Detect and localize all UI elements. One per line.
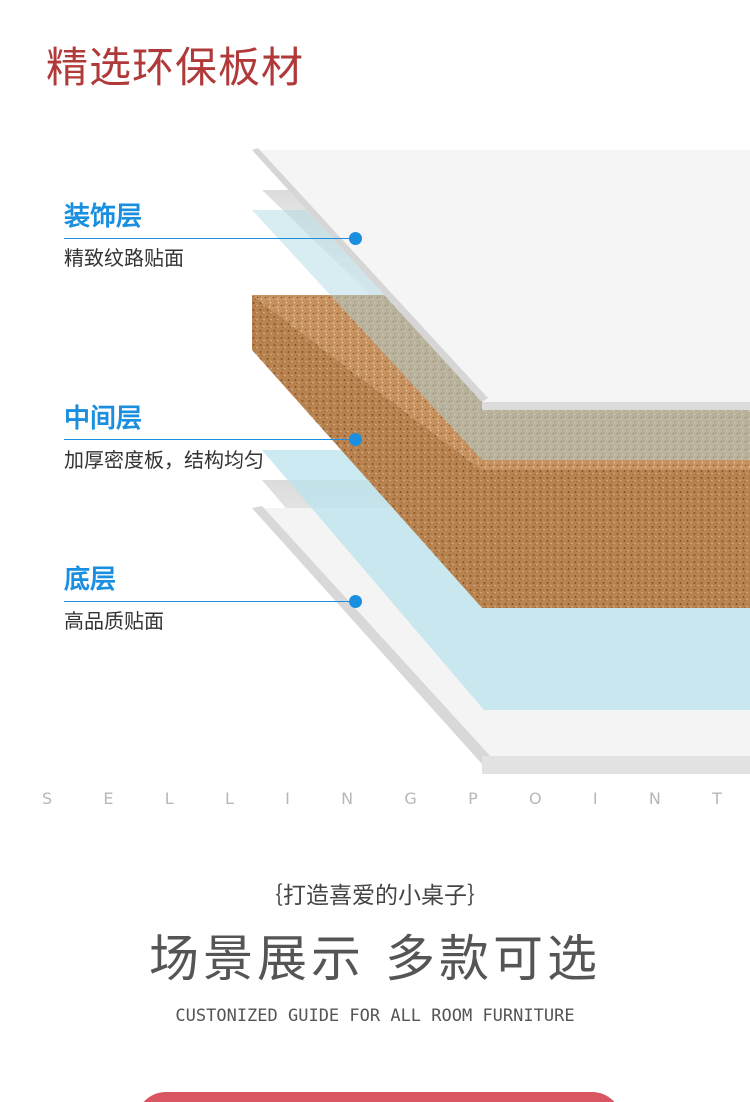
- scene-headline: 场景展示 多款可选: [149, 930, 601, 988]
- selling-letter: G: [404, 789, 417, 808]
- selling-letter: N: [341, 789, 354, 808]
- top-sheet: [252, 150, 750, 402]
- selling-letter: P: [468, 789, 478, 808]
- selling-letter: L: [224, 789, 234, 808]
- marker-dot-middle: [349, 433, 362, 446]
- section-title: 精选环保板材: [46, 43, 305, 92]
- selling-letter: T: [712, 789, 722, 808]
- layer-desc: 精致纹路贴面: [64, 246, 184, 270]
- layer-desc: 加厚密度板，结构均匀: [64, 448, 264, 472]
- selling-letter: E: [103, 789, 114, 808]
- selling-letter: L: [164, 789, 174, 808]
- marker-dot-bottom: [349, 595, 362, 608]
- selling-letter: I: [285, 789, 290, 808]
- callout-bottom-layer: 底层 高品质贴面: [64, 564, 164, 634]
- marker-dot-decor: [349, 232, 362, 245]
- bottom-action-button[interactable]: [136, 1092, 622, 1102]
- leader-line-decor: [64, 238, 356, 239]
- selling-point-banner: S E L L I N G P O I N T: [42, 789, 722, 809]
- scene-english-caption: CUSTONIZED GUIDE FOR ALL ROOM FURNITURE: [175, 1006, 575, 1026]
- layer-desc: 高品质贴面: [64, 609, 164, 633]
- layer-name: 装饰层: [64, 202, 143, 232]
- scene-subtitle: ｛打造喜爱的小桌子｝: [260, 883, 490, 909]
- middle-board-side: [252, 295, 482, 608]
- bottom-sheet-edge: [252, 506, 492, 764]
- selling-letter: N: [648, 789, 661, 808]
- board-layers-illustration: [252, 148, 750, 774]
- bottom-sheet-front: [482, 756, 750, 774]
- callout-decor-layer: 装饰层 精致纹路贴面: [64, 201, 184, 271]
- middle-board-front: [482, 470, 750, 608]
- callout-middle-layer: 中间层 加厚密度板，结构均匀: [64, 403, 264, 473]
- top-sheet-edge: [252, 148, 488, 402]
- top-sheet-front: [482, 402, 750, 410]
- leader-line-middle: [64, 439, 356, 440]
- selling-letter: O: [528, 789, 542, 808]
- leader-line-bottom: [64, 601, 356, 602]
- layer-name: 底层: [64, 565, 117, 595]
- selling-letter: S: [42, 789, 53, 808]
- selling-letter: I: [592, 789, 598, 808]
- layer-name: 中间层: [64, 404, 143, 434]
